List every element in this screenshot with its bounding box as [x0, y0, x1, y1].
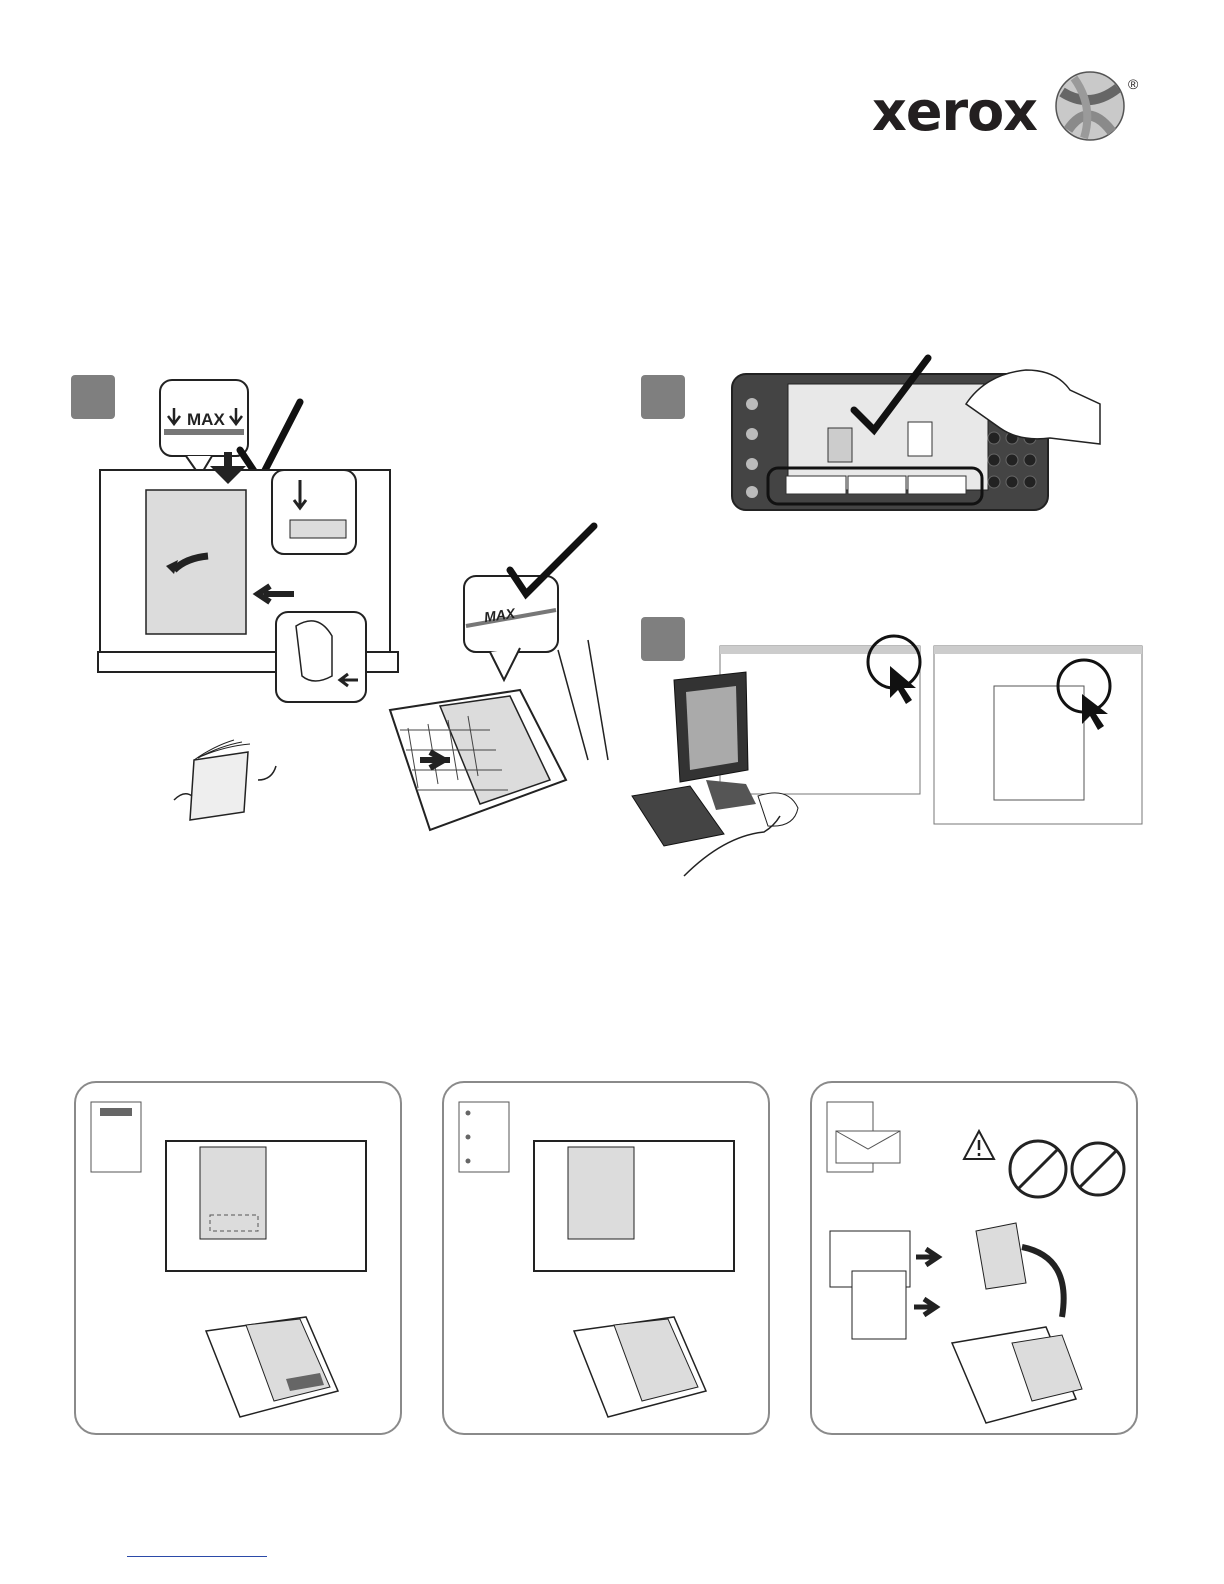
tray-letterhead-illustration	[166, 1131, 396, 1431]
registered-mark: ®	[1128, 76, 1138, 92]
letterhead-paper-icon	[90, 1101, 142, 1173]
envelope-loading-illustration	[826, 1223, 1136, 1433]
no-symbol-icon	[1008, 1139, 1128, 1211]
tray-loading-illustration	[90, 380, 610, 850]
tray-prepunched-illustration	[534, 1131, 764, 1431]
step-2-badge	[641, 375, 685, 419]
warning-icon	[962, 1129, 996, 1161]
control-panel-illustration	[730, 368, 1100, 514]
xerox-sphere-icon	[1054, 70, 1126, 142]
max-label-tray: MAX	[187, 410, 225, 430]
footer-link-underline[interactable]	[127, 1556, 267, 1557]
computer-print-illustration	[624, 620, 1144, 876]
panel-prepunched	[442, 1081, 770, 1435]
envelope-icon	[826, 1101, 902, 1173]
panel-envelopes	[810, 1081, 1138, 1435]
prepunched-paper-icon	[458, 1101, 510, 1173]
xerox-logo-text: xerox	[872, 80, 1037, 143]
panel-letterhead	[74, 1081, 402, 1435]
